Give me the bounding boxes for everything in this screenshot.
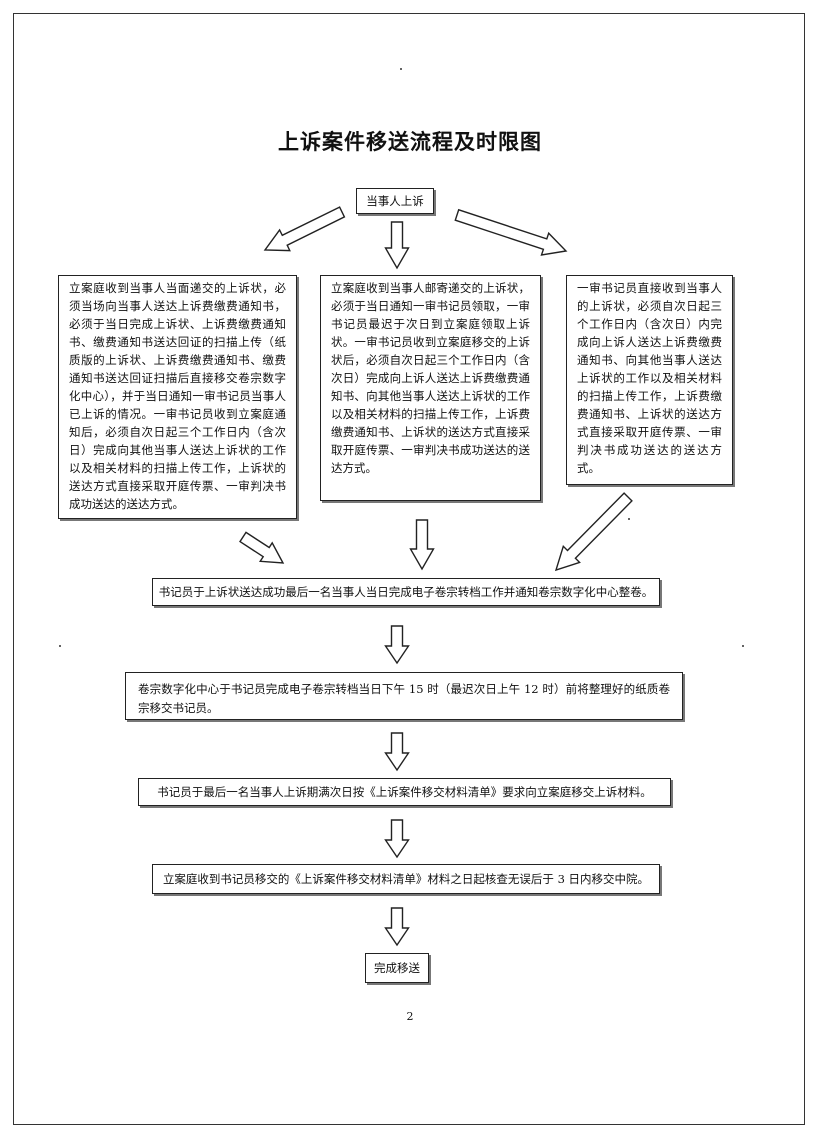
start-label: 当事人上诉 <box>366 194 424 208</box>
step-4-node: 立案庭收到书记员移交的《上诉案件移交材料清单》材料之日起核查无误后于 3 日内移… <box>152 864 660 894</box>
page-frame <box>13 13 805 1125</box>
arrow-step2-to-step3 <box>384 732 410 772</box>
step-1-node: 书记员于上诉状送达成功最后一名当事人当日完成电子卷宗转档工作并通知卷宗数字化中心… <box>152 578 660 606</box>
arrow-right-to-step1 <box>554 492 633 572</box>
branch-clerk-direct: 一审书记员直接收到当事人的上诉状，必须自次日起三个工作日内（含次日）内完成向上诉… <box>566 275 733 485</box>
start-node: 当事人上诉 <box>356 188 434 214</box>
end-node: 完成移送 <box>365 953 429 983</box>
scan-speck <box>59 645 61 647</box>
scan-speck <box>742 645 744 647</box>
branch-in-person: 立案庭收到当事人当面递交的上诉状，必须当场向当事人送达上诉费缴费通知书，必须于当… <box>58 275 297 519</box>
scan-speck <box>400 68 402 70</box>
arrow-start-to-right <box>454 208 568 256</box>
step-1-text: 书记员于上诉状送达成功最后一名当事人当日完成电子卷宗转档工作并通知卷宗数字化中心… <box>158 585 654 599</box>
step-3-node: 书记员于最后一名当事人上诉期满次日按《上诉案件移交材料清单》要求向立案庭移交上诉… <box>138 778 671 806</box>
branch-by-mail-text: 立案庭收到当事人邮寄递交的上诉状，必须于当日通知一审书记员领取，一审书记员最迟于… <box>331 281 530 475</box>
arrow-start-to-mid <box>384 221 410 270</box>
step-4-text: 立案庭收到书记员移交的《上诉案件移交材料清单》材料之日起核查无误后于 3 日内移… <box>162 872 650 886</box>
branch-by-mail: 立案庭收到当事人邮寄递交的上诉状，必须于当日通知一审书记员领取，一审书记员最迟于… <box>320 275 541 501</box>
arrow-step3-to-step4 <box>384 819 410 859</box>
step-2-node: 卷宗数字化中心于书记员完成电子卷宗转档当日下午 15 时（最迟次日上午 12 时… <box>125 672 683 720</box>
step-3-text: 书记员于最后一名当事人上诉期满次日按《上诉案件移交材料清单》要求向立案庭移交上诉… <box>157 785 652 799</box>
arrow-step4-to-end <box>384 907 410 947</box>
arrow-left-to-step1 <box>239 531 285 564</box>
page-number: 2 <box>406 1010 414 1023</box>
arrow-start-to-left <box>263 206 346 252</box>
branch-clerk-direct-text: 一审书记员直接收到当事人的上诉状，必须自次日起三个工作日内（含次日）内完成向上诉… <box>577 281 722 475</box>
end-label: 完成移送 <box>374 961 420 975</box>
step-2-text: 卷宗数字化中心于书记员完成电子卷宗转档当日下午 15 时（最迟次日上午 12 时… <box>138 682 670 715</box>
page-title: 上诉案件移送流程及时限图 <box>278 129 542 154</box>
scan-speck <box>628 518 630 520</box>
arrow-step1-to-step2 <box>384 625 410 665</box>
branch-in-person-text: 立案庭收到当事人当面递交的上诉状，必须当场向当事人送达上诉费缴费通知书，必须于当… <box>69 281 286 511</box>
arrow-mid-to-step1 <box>409 519 435 571</box>
